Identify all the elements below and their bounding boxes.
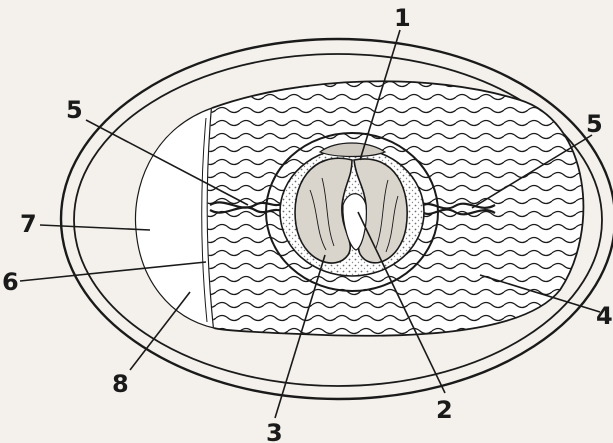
label-5-right: 5 <box>586 110 603 138</box>
label-3: 3 <box>266 419 283 443</box>
label-5-left: 5 <box>66 96 83 124</box>
label-4: 4 <box>596 302 613 330</box>
label-2: 2 <box>436 396 453 424</box>
label-6: 6 <box>2 268 19 296</box>
label-7: 7 <box>20 210 37 238</box>
leader-7 <box>40 225 150 230</box>
label-8: 8 <box>112 370 129 398</box>
label-1: 1 <box>394 4 411 32</box>
